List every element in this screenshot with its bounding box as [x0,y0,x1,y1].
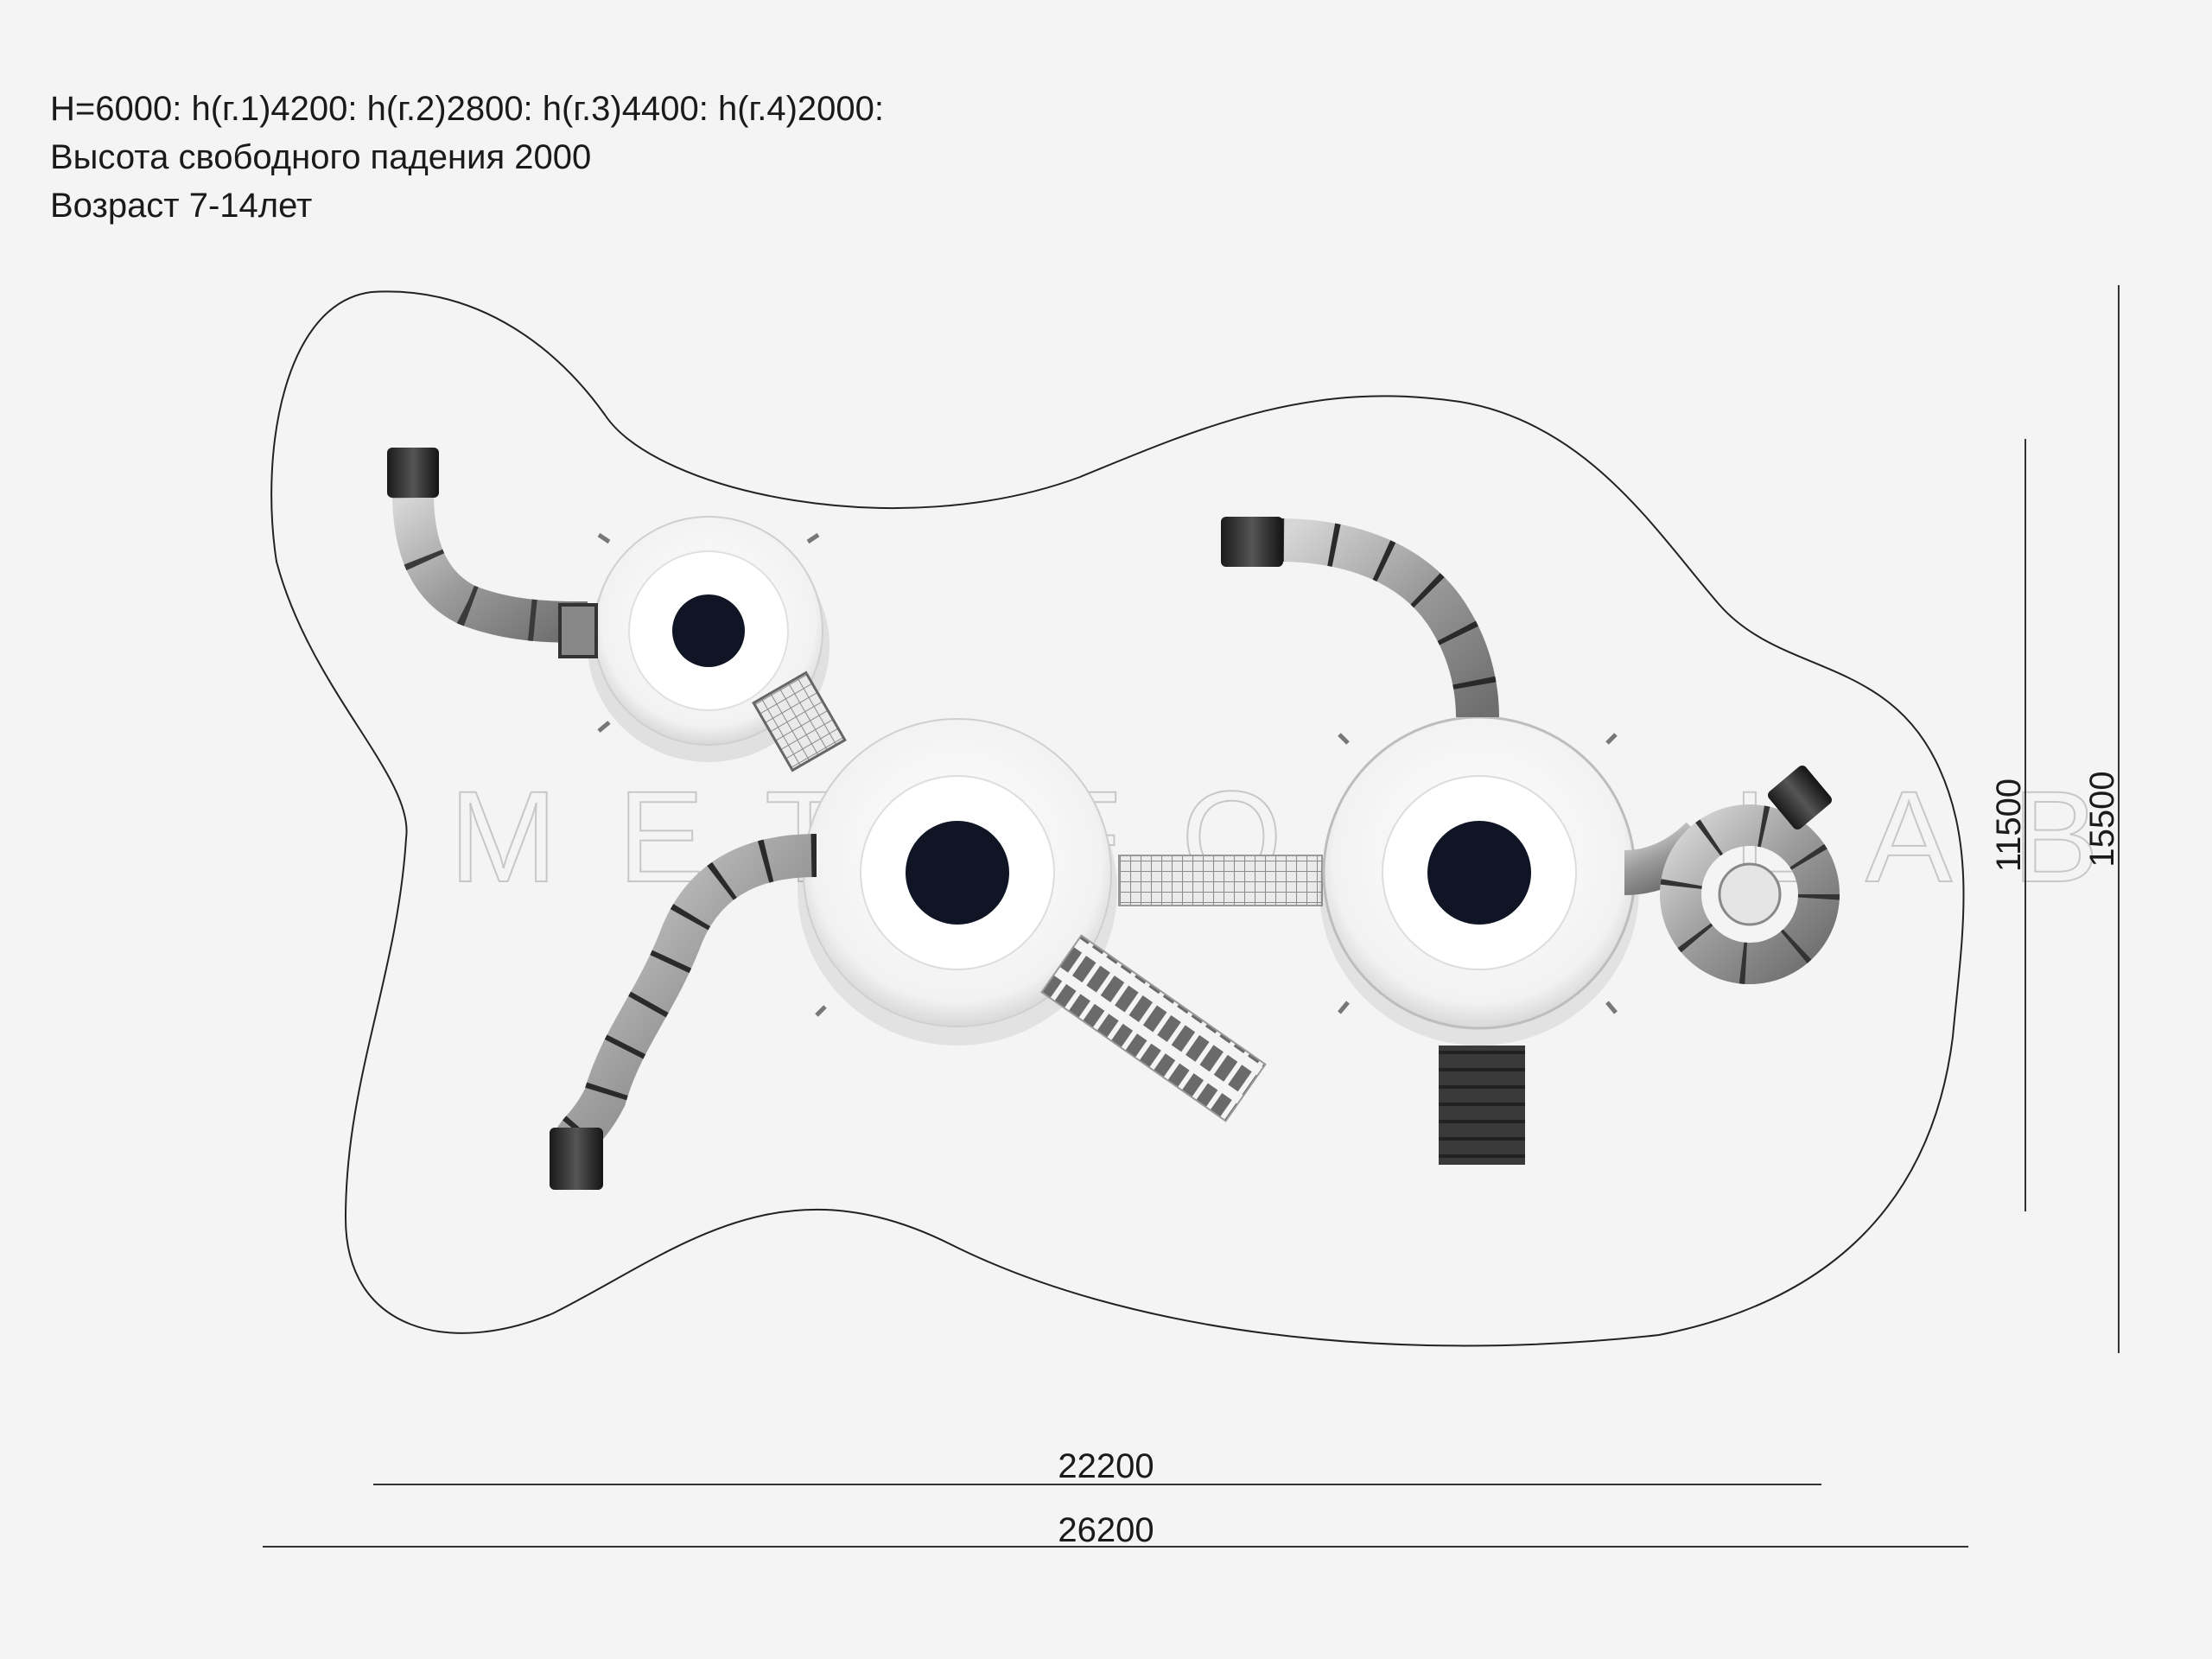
fall-height-line: Высота свободного падения 2000 [50,138,592,176]
dim-width-outer: 26200 [263,1511,1968,1549]
tube-slide-1 [387,448,598,658]
tower-3 [1319,715,1639,1046]
dim-height-inner-label: 11500 [1990,779,2028,872]
dim-width-outer-label: 26200 [1058,1511,1154,1549]
tower-1-hatch [672,594,745,667]
tower-2-hatch [906,821,1009,925]
net-tunnel [752,671,847,772]
heights-line: H=6000: h(г.1)4200: h(г.2)2800: h(г.3)44… [50,90,884,128]
dim-width-inner: 22200 [373,1447,1821,1485]
tower-3-hatch [1427,821,1531,925]
tower-2 [798,718,1117,1046]
tube-slide-3 [1221,517,1499,718]
dim-height-inner: 11500 [1990,439,2028,1211]
bridge [1118,855,1323,906]
tower-1 [588,516,830,762]
dim-height-outer: 15500 [2083,285,2121,1353]
spec-block: H=6000: h(г.1)4200: h(г.2)2800: h(г.3)44… [50,85,884,230]
wide-slide [1439,1046,1525,1165]
dim-height-outer-label: 15500 [2083,771,2121,867]
dim-width-inner-label: 22200 [1058,1447,1154,1485]
tube-slide-2 [550,834,817,1190]
spiral-slide [1623,766,1840,984]
ladder [1040,934,1267,1122]
safety-zone-outline [270,290,1965,1347]
age-line: Возраст 7-14лет [50,187,313,225]
